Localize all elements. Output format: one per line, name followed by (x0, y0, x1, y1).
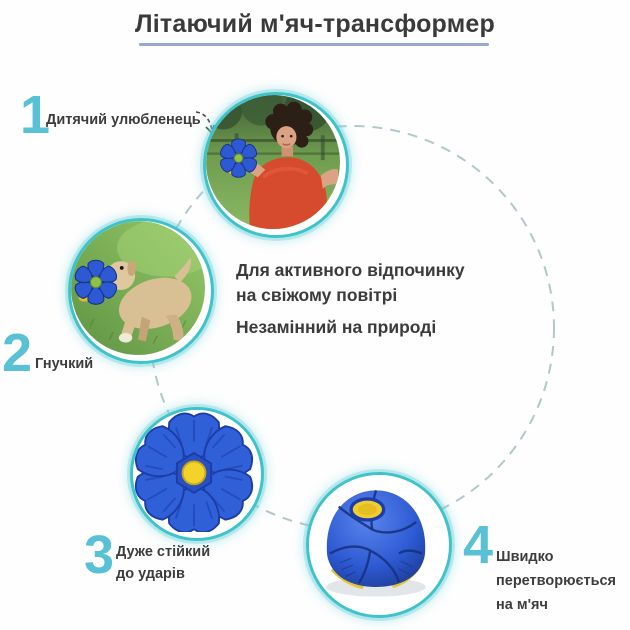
dog-catching-disc-photo (68, 218, 214, 364)
feature-3-label: Дуже стійкий до ударів (116, 541, 236, 585)
intro-text-line: на свіжому повітрі (236, 285, 398, 305)
feature-4-label-line: Швидко (496, 549, 554, 565)
intro-text-line: Незамінний на природі (236, 317, 437, 337)
intro-text: Для активного відпочинку на свіжому пові… (236, 258, 486, 340)
feature-3-label-line: до ударів (116, 566, 185, 582)
feature-2-label: Гнучкий (35, 353, 155, 375)
feature-4-number: 4 (463, 515, 493, 575)
feature-4-label-line: на м'яч (496, 597, 548, 613)
feature-1-label: Дитячий улюбленець (46, 109, 216, 131)
feature-1-label-line: Дитячий улюбленець (46, 112, 201, 128)
page-title: Літаючий м'яч-трансформер (135, 10, 495, 38)
feature-4-label-line: перетворюється (496, 573, 617, 589)
feature-4-label: Швидко перетворюється на м'яч (496, 545, 626, 617)
feature-2-label-line: Гнучкий (35, 356, 94, 372)
feature-3-label-line: Дуже стійкий (116, 544, 211, 560)
disc-flat-form-photo (130, 407, 264, 541)
child-playing-with-disc-photo (203, 92, 349, 238)
intro-text-line: Для активного відпочинку (236, 260, 465, 280)
title-underline (139, 43, 489, 46)
feature-3-number: 3 (84, 525, 114, 585)
feature-2-number: 2 (2, 323, 32, 383)
feature-1-number: 1 (20, 85, 50, 145)
disc-ball-form-photo (306, 472, 452, 618)
